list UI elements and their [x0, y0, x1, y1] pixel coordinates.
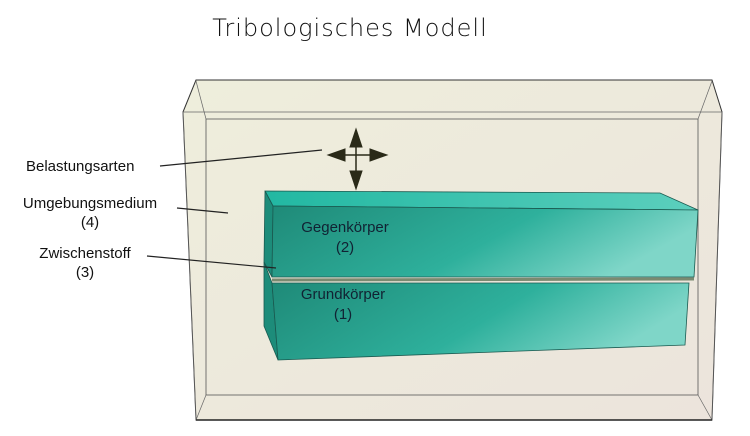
label-umgebungsmedium-num: (4)	[80, 214, 100, 231]
label-zwischenstoff: Zwischenstoff (3)	[25, 244, 145, 282]
label-umgebungsmedium-text: Umgebungsmedium	[22, 195, 158, 212]
load-arrows-icon	[326, 127, 389, 191]
diagram-title: Tribologisches Modell	[212, 14, 488, 42]
label-umgebungsmedium: Umgebungsmedium (4)	[5, 194, 175, 232]
grundkoerper-text: Grundkörper	[300, 286, 386, 303]
grundkoerper-num: (1)	[333, 306, 353, 323]
gegenkoerper-text: Gegenkörper	[301, 219, 389, 236]
grundkoerper-block	[263, 261, 695, 361]
block-label-gegenkoerper: Gegenkörper (2)	[285, 218, 405, 258]
label-belastungsarten: Belastungsarten	[26, 158, 135, 175]
leader-lines	[146, 149, 323, 269]
gegenkoerper-num: (2)	[335, 239, 355, 256]
label-zwischenstoff-text: Zwischenstoff	[39, 245, 131, 262]
gegenkoerper-block	[263, 190, 699, 278]
label-zwischenstoff-num: (3)	[75, 264, 95, 281]
zwischenstoff-layer	[271, 277, 695, 282]
block-label-grundkoerper: Grundkörper (1)	[283, 285, 403, 325]
